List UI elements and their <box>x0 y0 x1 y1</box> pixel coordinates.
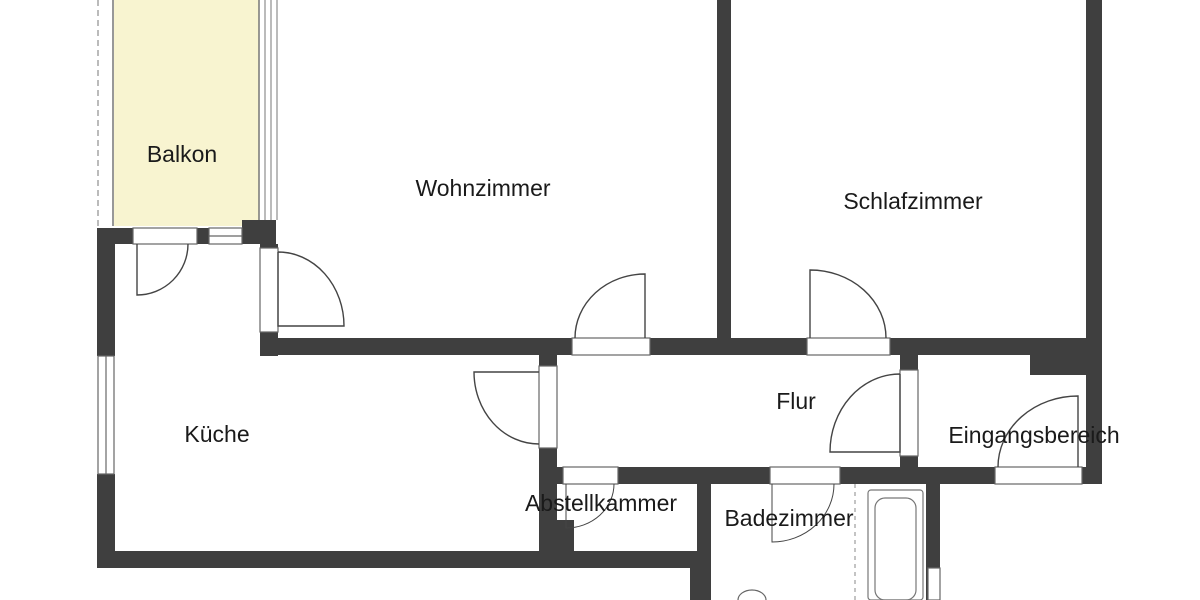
toilet-icon <box>737 589 767 600</box>
room-label-kueche: Küche <box>184 421 249 447</box>
door-frame-bedroom <box>806 337 891 356</box>
door-swing-bedroom <box>809 269 887 339</box>
room-label-wohnzimmer: Wohnzimmer <box>415 175 550 201</box>
room-label-schlafzimmer: Schlafzimmer <box>843 188 983 214</box>
wall-kitchen-top-right <box>242 220 276 244</box>
wall-kitchen-left-top <box>97 228 115 356</box>
bathtub <box>867 489 924 600</box>
door-swing-balcony <box>136 243 189 296</box>
wall-kitchen-living <box>260 244 278 248</box>
windows <box>97 227 941 600</box>
room-label-eingangsbereich: Eingangsbereich <box>948 422 1119 448</box>
wall-entrance-niche <box>1030 355 1086 375</box>
bathtub-outer <box>867 489 924 600</box>
wall-kitchen-top-mid <box>197 228 209 244</box>
room-label-flur: Flur <box>776 388 816 414</box>
window-balcony-door <box>132 227 198 245</box>
balcony-area <box>114 0 259 226</box>
door-frames <box>259 247 1083 485</box>
door-swing-storage <box>565 483 615 529</box>
wall-entrance-right <box>1086 355 1102 484</box>
door-frame-storage <box>562 466 619 485</box>
door-swings <box>136 243 1079 543</box>
wall-storage-bottom <box>557 551 697 568</box>
door-swing-main-entrance <box>997 395 1079 468</box>
window-bath <box>927 567 941 600</box>
wall-corridor-entrance-top <box>900 338 918 370</box>
wall-corridor-bottom-b <box>618 467 770 484</box>
wall-corridor-entrance-bottom <box>900 456 918 484</box>
door-frame-kitchen-living <box>259 247 279 333</box>
wall-corridor-top-b <box>650 338 807 355</box>
wall-living-bedroom <box>717 0 731 340</box>
wall-corridor-top-a <box>260 338 572 355</box>
door-swing-kitchen-corridor <box>473 371 540 445</box>
wall-bath-bottom-left <box>690 568 711 600</box>
bathtub-inner <box>874 497 917 600</box>
wall-storage-small <box>552 520 574 568</box>
door-frame-bath <box>769 466 841 485</box>
door-swing-kitchen-living <box>277 251 345 327</box>
room-label-abstellkammer: Abstellkammer <box>525 490 677 516</box>
door-frame-kitchen-corridor <box>538 365 558 449</box>
wall-corridor-bottom-a <box>539 467 563 484</box>
door-frame-living <box>571 337 651 356</box>
wall-kitchen-corridor-top <box>539 338 557 366</box>
room-label-badezimmer: Badezimmer <box>724 505 853 531</box>
wall-kitchen-bottom <box>97 551 557 568</box>
door-swing-corridor-entrance <box>829 373 901 453</box>
balcony-railing <box>97 0 278 228</box>
wall-corridor-top-c <box>890 338 1102 355</box>
door-swing-living <box>574 273 646 339</box>
door-frame-entrance <box>899 369 919 457</box>
door-swing-bath <box>771 483 835 543</box>
door-frame-main-entrance <box>994 466 1083 485</box>
wall-bedroom-right <box>1086 0 1102 345</box>
wall-kitchen-left-bottom <box>97 474 115 568</box>
room-label-balkon: Balkon <box>147 141 217 167</box>
